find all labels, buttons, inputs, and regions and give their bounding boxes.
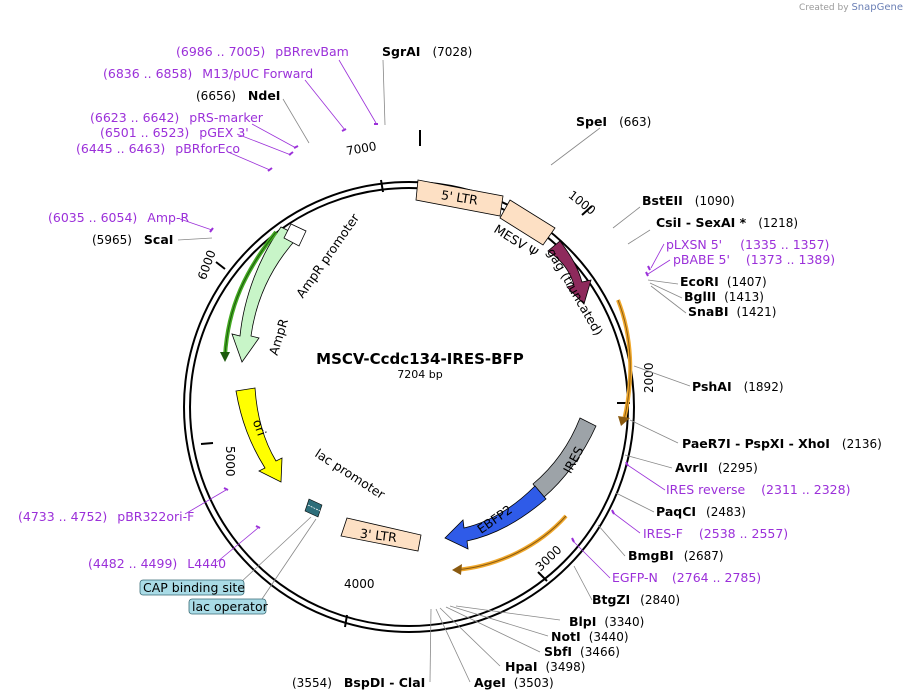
- primer-labels: (6986 .. 7005)pBRrevBam (6836 .. 6858)M1…: [18, 44, 850, 585]
- ires-shape[interactable]: [532, 417, 597, 499]
- enzyme-paqci: PaqCI(2483): [656, 504, 746, 519]
- creator-credit: Created by SnapGene: [799, 2, 903, 13]
- ltr5-label: 5' LTR: [440, 187, 479, 208]
- primer-pgex-3: (6501 .. 6523)pGEX 3': [100, 125, 249, 140]
- primer-pbrforeco: (6445 .. 6463)pBRforEco: [76, 141, 240, 156]
- enzyme-pshai: PshAI(1892): [692, 379, 784, 394]
- tick-6000: 6000: [195, 248, 219, 281]
- enzyme-labels: SgrAI(7028) SpeI(663) BstEII(1090) CsiI …: [92, 44, 882, 690]
- primer-pbabe-5: pBABE 5'(1373 .. 1389): [673, 252, 835, 267]
- enzyme-avrii: AvrII(2295): [675, 460, 758, 475]
- enzyme-leaders: [177, 59, 691, 683]
- ebfp2-shape[interactable]: [444, 485, 547, 550]
- tick-1000: 1000: [566, 188, 599, 218]
- ltr3-label: 3' LTR: [359, 526, 398, 545]
- orf-orange-2-head: [452, 564, 462, 575]
- boxed-features: CAP binding site lac operator: [139, 516, 317, 615]
- enzyme-bsteii: BstEII(1090): [642, 193, 735, 208]
- primer-amp-r: (6035 .. 6054)Amp-R: [48, 210, 189, 225]
- enzyme-ndei: (6656)NdeI: [196, 88, 280, 103]
- ampr-shape[interactable]: [231, 226, 300, 363]
- enzyme-hpai: HpaI(3498): [505, 659, 585, 674]
- ampr-promoter-label: AmpR promoter: [293, 210, 363, 301]
- ori-label: ori: [250, 417, 270, 437]
- enzyme-blpi: BlpI(3340): [569, 614, 644, 629]
- primer-l4440: (4482 .. 4499)L4440: [88, 556, 226, 571]
- gag-shape[interactable]: [547, 240, 592, 305]
- primer-ires-reverse: IRES reverse(2311 .. 2328): [666, 482, 850, 497]
- enzyme-spei: SpeI(663): [576, 114, 651, 129]
- enzyme-sgrai: SgrAI(7028): [382, 44, 472, 59]
- enzyme-bmgbi: BmgBI(2687): [628, 548, 724, 563]
- ampr-promoter-shape[interactable]: [283, 223, 307, 247]
- lac-operator-label: lac operator: [192, 599, 269, 614]
- primer-pbr322ori-f: (4733 .. 4752)pBR322ori-F: [18, 509, 194, 524]
- lac-promoter-label: lac promoter: [312, 446, 388, 503]
- primer-prs-marker: (6623 .. 6642)pRS-marker: [90, 110, 264, 125]
- enzyme-ecori: EcoRI(1407): [680, 274, 767, 289]
- enzyme-bglii: BglII(1413): [684, 289, 764, 304]
- gag-label: gag (truncated): [544, 246, 606, 339]
- lac-operator-box: [188, 598, 267, 615]
- orf-green-head: [220, 352, 230, 362]
- primer-egfp-n: EGFP-N(2764 .. 2785): [612, 570, 761, 585]
- enzyme-btgzi: BtgZI(2840): [592, 592, 680, 607]
- primer-pbrrevbam: (6986 .. 7005)pBRrevBam: [176, 44, 349, 59]
- enzyme-bspdi-clai: (3554)BspDI - ClaI: [292, 675, 425, 690]
- primer-ires-f: IRES-F(2538 .. 2557): [643, 526, 788, 541]
- ltr5-shape[interactable]: [415, 179, 504, 217]
- plasmid-length: 7204 bp: [397, 368, 442, 381]
- ltr3-shape[interactable]: [340, 517, 422, 552]
- orf-orange-1-head: [618, 416, 630, 426]
- mesv-shape[interactable]: [499, 199, 556, 246]
- enzyme-scai: (5965)ScaI: [92, 232, 173, 247]
- enzyme-sbfi: SbfI(3466): [544, 644, 620, 659]
- cap-binding-site-label: CAP binding site: [143, 580, 245, 595]
- ampr-label: AmpR: [266, 317, 291, 357]
- tick-4000: 4000: [344, 577, 375, 591]
- enzyme-paer7i-pspxi-xhoi: PaeR7I - PspXI - XhoI(2136): [682, 436, 882, 451]
- enzyme-snabi: SnaBI(1421): [688, 304, 776, 319]
- primer-m13-puc-forward: (6836 .. 6858)M13/pUC Forward: [103, 66, 313, 81]
- tick-5000: 5000: [223, 446, 237, 477]
- tick-3000: 3000: [533, 543, 565, 574]
- cap-binding-site-box: [139, 579, 245, 596]
- enzyme-noti: NotI(3440): [551, 629, 629, 644]
- tick-2000: 2000: [642, 362, 656, 393]
- snapgene-logo: SnapGene: [851, 2, 903, 13]
- tick-7000: 7000: [345, 139, 378, 158]
- primer-leaders: [179, 59, 671, 579]
- enzyme-csii-sexai: CsiI - SexAI *(1218): [656, 215, 798, 230]
- creator-prefix: Created by: [799, 3, 849, 13]
- primer-marks: [209, 123, 651, 543]
- ori-shape[interactable]: [235, 387, 283, 483]
- enzyme-agei: AgeI(3503): [474, 675, 554, 690]
- primer-plxsn-5: pLXSN 5'(1335 .. 1357): [666, 237, 829, 252]
- plasmid-name: MSCV-Ccdc134-IRES-BFP: [316, 350, 524, 368]
